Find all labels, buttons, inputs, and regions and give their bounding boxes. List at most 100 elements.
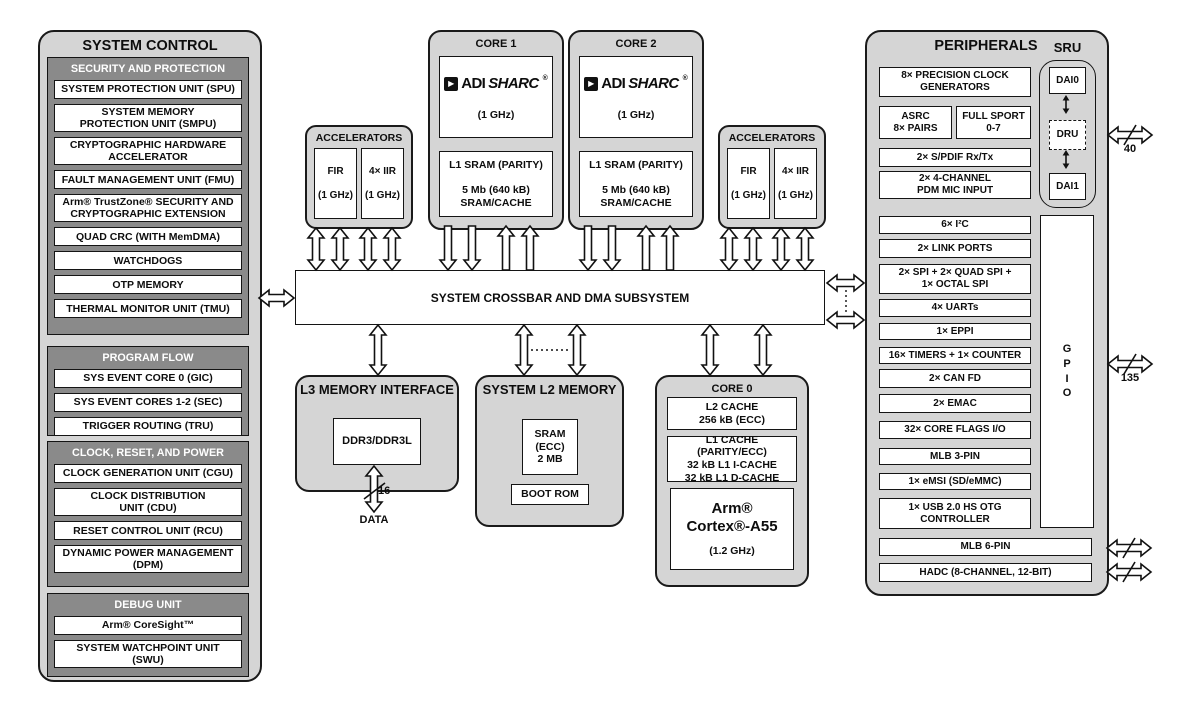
block-timers: 16× TIMERS + 1× COUNTER: [879, 347, 1031, 364]
accelerators-left-title: ACCELERATORS: [315, 132, 403, 144]
block-cgu: CLOCK GENERATION UNIT (CGU): [54, 464, 242, 483]
ddr-bus-width-label: 16: [378, 485, 391, 497]
block-otp-memory: OTP MEMORY: [54, 275, 242, 295]
core0-panel: CORE 0 L2 CACHE 256 kB (ECC) L1 CACHE (P…: [655, 375, 809, 587]
block-boot-rom: BOOT ROM: [511, 484, 589, 505]
l2-memory-title: SYSTEM L2 MEMORY: [482, 382, 617, 397]
block-sec: SYS EVENT CORES 1-2 (SEC): [54, 393, 242, 412]
accelerators-left-panel: ACCELERATORS FIR (1 GHz) 4× IIR (1 GHz): [305, 125, 413, 229]
block-gpio: G P I O: [1040, 215, 1094, 528]
core2-panel: CORE 2 ▶ ADI SHARC ® (1 GHz) L1 SRAM (PA…: [568, 30, 704, 230]
block-spi: 2× SPI + 2× QUAD SPI + 1× OCTAL SPI: [879, 264, 1031, 294]
adi-sharc-logo: ▶ ADI SHARC ®: [444, 75, 548, 93]
block-core-flags: 32× CORE FLAGS I/O: [879, 421, 1031, 439]
sru-bus-width-label: 40: [1123, 143, 1137, 155]
block-i2c: 6× I²C: [879, 216, 1031, 234]
block-trustzone: Arm® TrustZone® SECURITY AND CRYPTOGRAPH…: [54, 194, 242, 223]
block-coresight: Arm® CoreSight™: [54, 616, 242, 635]
accelerators-right-panel: ACCELERATORS FIR (1 GHz) 4× IIR (1 GHz): [718, 125, 826, 229]
adi-logo-icon: ▶: [584, 76, 599, 91]
accelerators-right-title: ACCELERATORS: [728, 132, 816, 144]
adi-logo-text: ADI: [601, 74, 626, 92]
block-dru: DRU: [1049, 120, 1086, 150]
core1-panel: CORE 1 ▶ ADI SHARC ® (1 GHz) L1 SRAM (PA…: [428, 30, 564, 230]
sharc-logo-text: SHARC: [488, 74, 539, 92]
sharc-logo-text: SHARC: [628, 74, 679, 92]
block-clock-generators: 8× PRECISION CLOCK GENERATORS: [879, 67, 1031, 97]
block-usb-otg: 1× USB 2.0 HS OTG CONTROLLER: [879, 498, 1031, 529]
l3-memory-panel: L3 MEMORY INTERFACE DDR3/DDR3L: [295, 375, 459, 492]
block-fir-left: FIR (1 GHz): [314, 148, 357, 219]
block-l2-cache: L2 CACHE 256 kB (ECC): [667, 397, 797, 430]
sru-label: SRU: [1053, 40, 1082, 55]
sharc-reg-mark: ®: [682, 74, 688, 82]
block-swu: SYSTEM WATCHPOINT UNIT (SWU): [54, 640, 242, 669]
peripherals-title: PERIPHERALS: [934, 38, 1038, 54]
block-tmu: THERMAL MONITOR UNIT (TMU): [54, 299, 242, 319]
block-smpu: SYSTEM MEMORY PROTECTION UNIT (SMPU): [54, 104, 242, 133]
adi-logo-icon: ▶: [444, 76, 459, 91]
security-section: SECURITY AND PROTECTION SYSTEM PROTECTIO…: [47, 57, 249, 335]
cortex-a55-label: Cortex®-A55: [686, 518, 778, 536]
block-mlb-6pin: MLB 6-PIN: [879, 538, 1092, 556]
block-dai0: DAI0: [1049, 67, 1086, 94]
peripherals-panel: PERIPHERALS 8× PRECISION CLOCK GENERATOR…: [865, 30, 1109, 596]
block-iir-left: 4× IIR (1 GHz): [361, 148, 404, 219]
ddr-data-label: DATA: [359, 514, 389, 526]
block-fmu: FAULT MANAGEMENT UNIT (FMU): [54, 170, 242, 190]
block-link-ports: 2× LINK PORTS: [879, 239, 1031, 258]
block-emac: 2× EMAC: [879, 394, 1031, 413]
block-rcu: RESET CONTROL UNIT (RCU): [54, 521, 242, 541]
core1-cpu-box: ▶ ADI SHARC ® (1 GHz): [439, 56, 553, 138]
block-tru: TRIGGER ROUTING (TRU): [54, 417, 242, 436]
block-quad-crc: QUAD CRC (WITH MemDMA): [54, 227, 242, 247]
block-iir-right: 4× IIR (1 GHz): [774, 148, 817, 219]
block-watchdogs: WATCHDOGS: [54, 251, 242, 271]
clock-reset-power-header: CLOCK, RESET, AND POWER: [72, 447, 224, 459]
sharc-reg-mark: ®: [542, 74, 548, 82]
program-flow-section: PROGRAM FLOW SYS EVENT CORE 0 (GIC) SYS …: [47, 346, 249, 436]
core0-clock: (1.2 GHz): [709, 545, 755, 558]
block-cortex-a55: Arm® Cortex®-A55 (1.2 GHz): [670, 488, 794, 570]
arm-brand: Arm®: [711, 500, 753, 518]
block-fir-right: FIR (1 GHz): [727, 148, 770, 219]
sru-container: DAI0 DRU DAI1: [1039, 60, 1096, 208]
block-ddr3: DDR3/DDR3L: [333, 418, 421, 465]
debug-section: DEBUG UNIT Arm® CoreSight™ SYSTEM WATCHP…: [47, 593, 249, 677]
system-control-title: SYSTEM CONTROL: [82, 38, 218, 54]
block-cdu: CLOCK DISTRIBUTION UNIT (CDU): [54, 488, 242, 517]
block-spdif: 2× S/PDIF Rx/Tx: [879, 148, 1031, 167]
core2-title: CORE 2: [615, 38, 657, 50]
security-section-header: SECURITY AND PROTECTION: [70, 63, 226, 75]
block-full-sport: FULL SPORT 0-7: [956, 106, 1031, 139]
system-crossbar: SYSTEM CROSSBAR AND DMA SUBSYSTEM: [295, 270, 825, 325]
core2-clock: (1 GHz): [617, 108, 655, 121]
block-asrc: ASRC 8× PAIRS: [879, 106, 952, 139]
system-control-panel: SYSTEM CONTROL SECURITY AND PROTECTION S…: [38, 30, 262, 682]
adi-sharc-logo: ▶ ADI SHARC ®: [584, 75, 688, 93]
block-emsi: 1× eMSI (SD/eMMC): [879, 473, 1031, 490]
block-dpm: DYNAMIC POWER MANAGEMENT (DPM): [54, 545, 242, 574]
block-gic: SYS EVENT CORE 0 (GIC): [54, 369, 242, 388]
core1-clock: (1 GHz): [477, 108, 515, 121]
block-spu: SYSTEM PROTECTION UNIT (SPU): [54, 80, 242, 99]
block-mlb-3pin: MLB 3-PIN: [879, 448, 1031, 465]
gpio-bus-width-label: 135: [1120, 372, 1140, 384]
core1-title: CORE 1: [475, 38, 517, 50]
block-eppi: 1× EPPI: [879, 323, 1031, 340]
core0-title: CORE 0: [711, 383, 753, 395]
block-pdm-mic: 2× 4-CHANNEL PDM MIC INPUT: [879, 171, 1031, 199]
block-can-fd: 2× CAN FD: [879, 369, 1031, 388]
block-dai1: DAI1: [1049, 173, 1086, 200]
l3-memory-title: L3 MEMORY INTERFACE: [300, 382, 454, 397]
core2-cpu-box: ▶ ADI SHARC ® (1 GHz): [579, 56, 693, 138]
core1-l1-sram: L1 SRAM (PARITY) 5 Mb (640 kB) SRAM/CACH…: [439, 151, 553, 217]
block-uarts: 4× UARTs: [879, 299, 1031, 317]
debug-header: DEBUG UNIT: [114, 599, 182, 611]
block-l1-cache: L1 CACHE (PARITY/ECC) 32 kB L1 I-CACHE 3…: [667, 434, 797, 484]
l2-memory-panel: SYSTEM L2 MEMORY SRAM (ECC) 2 MB BOOT RO…: [475, 375, 624, 527]
program-flow-header: PROGRAM FLOW: [102, 352, 194, 364]
block-l2-sram: SRAM (ECC) 2 MB: [522, 419, 578, 475]
adi-logo-text: ADI: [461, 74, 486, 92]
